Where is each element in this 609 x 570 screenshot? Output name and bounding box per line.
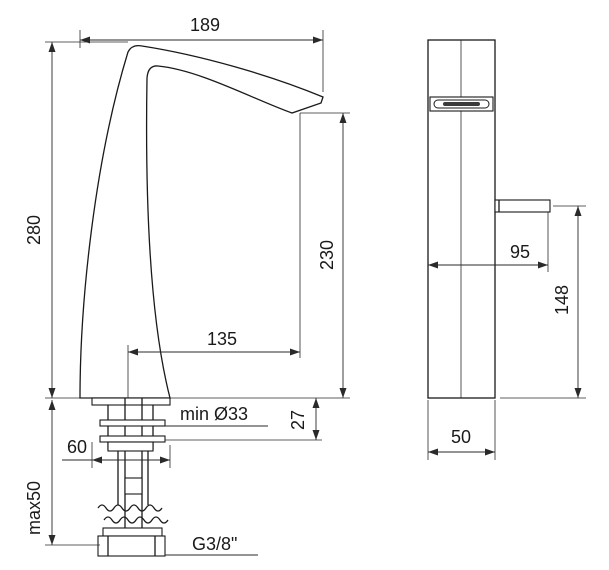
dim-230-label: 230	[317, 240, 337, 270]
aerator-slot-inner	[443, 102, 480, 106]
front-view: 95 148 50	[427, 39, 586, 460]
dim-148-label: 148	[552, 285, 572, 315]
handle-lever	[494, 199, 551, 213]
washer-upper	[99, 419, 166, 427]
washer-lower	[99, 435, 166, 443]
break-line-lower	[103, 516, 169, 524]
dim-189-label: 189	[190, 15, 220, 35]
dim-max50-label: max50	[24, 481, 44, 535]
break-line-upper	[97, 504, 163, 512]
dim-135-label: 135	[207, 329, 237, 349]
dim-280-label: 280	[24, 215, 44, 245]
dim-95-label: 95	[510, 242, 530, 262]
faucet-body-outline	[79, 44, 324, 399]
dim-60-label: 60	[67, 437, 87, 457]
nut	[107, 441, 154, 452]
hole-diameter-label: min Ø33	[180, 404, 248, 424]
side-view: 189 280 230 135	[24, 15, 350, 557]
connector-body	[97, 535, 166, 557]
base-flange	[91, 397, 171, 406]
connector-top	[102, 527, 163, 537]
connection-label: G3/8"	[192, 534, 237, 554]
dim-50-label: 50	[451, 427, 471, 447]
dim-27-label: 27	[288, 410, 308, 430]
mounting-hardware	[91, 397, 171, 557]
hose-fitting	[124, 477, 143, 495]
front-body	[427, 39, 496, 399]
